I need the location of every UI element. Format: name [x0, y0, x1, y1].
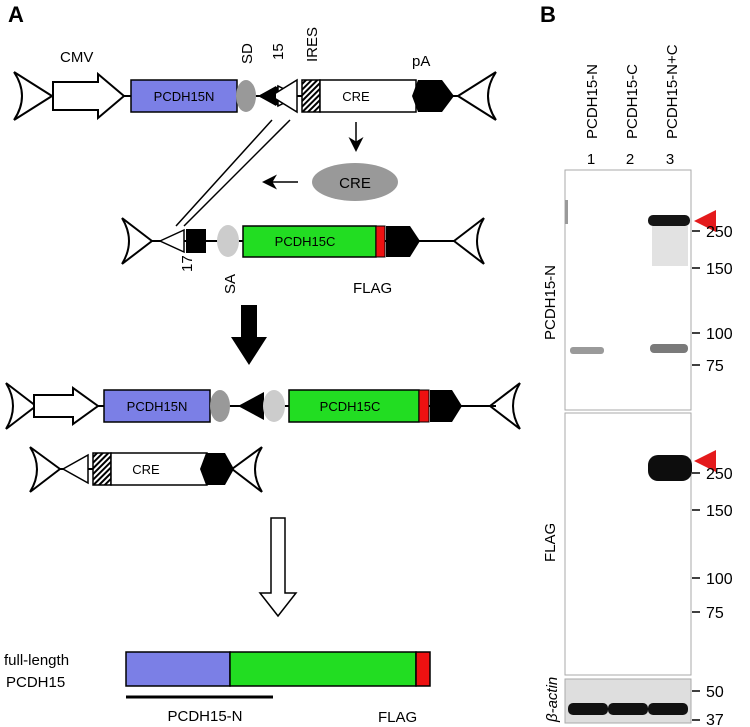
recombined-construct: PCDH15N PCDH15C — [5, 382, 521, 430]
blot3-band-lane3 — [648, 703, 688, 715]
panel-b-letter: B — [540, 2, 556, 27]
cmv-promoter-arrow — [52, 71, 126, 121]
blot2-label: FLAG — [542, 523, 559, 562]
panel-a-letter: A — [8, 2, 24, 27]
blot3-ticks: 50 37 — [692, 684, 724, 727]
flag-box-2 — [418, 389, 430, 423]
cre-label-2: CRE — [132, 462, 160, 477]
blot2-tick-75: 75 — [706, 605, 724, 622]
lox-17-filled-triangle — [186, 229, 206, 253]
blot1-smear-lane3 — [652, 226, 688, 266]
cre-label: CRE — [342, 89, 370, 104]
excised-fragment: CRE — [29, 446, 263, 493]
lox-15-filled-triangle — [258, 86, 276, 106]
itr-left-icon — [13, 71, 53, 121]
ires-box — [301, 79, 321, 113]
protein-label-line1: full-length — [4, 652, 69, 669]
recombination-arrow — [231, 305, 267, 365]
lane-3-name: PCDH15-N+C — [664, 44, 681, 139]
crossover-line-1 — [175, 119, 273, 227]
construct-2: 17 SA PCDH15C FLAG — [121, 217, 485, 297]
cmv-promoter-arrow-2 — [33, 386, 100, 426]
sa-oval-2 — [263, 390, 285, 422]
sa-label: SA — [222, 274, 239, 294]
lox-15-label: 15 — [270, 43, 287, 60]
blot1-label: PCDH15-N — [542, 265, 559, 340]
blot3-tick-37: 37 — [706, 712, 724, 727]
itr-left-2-icon — [121, 217, 153, 265]
blot3-label: β-actin — [544, 677, 561, 723]
pcdh15n-label-2: PCDH15N — [127, 399, 188, 414]
blot1-band-lane1-85 — [570, 347, 604, 354]
polya-3-hexagon — [430, 390, 462, 422]
cmv-label: CMV — [60, 49, 93, 66]
lox-17-label: 17 — [179, 255, 196, 272]
sd-label: SD — [239, 43, 256, 64]
itr-right-2-icon — [453, 217, 485, 265]
itr-right-icon — [457, 71, 497, 121]
lox-17-open-triangle — [158, 228, 185, 254]
polya-2-hexagon — [386, 226, 420, 257]
polya-4-hexagon — [200, 453, 234, 485]
ires-label: IRES — [304, 27, 321, 62]
blot1-ticks: 250 150 100 75 — [692, 224, 733, 375]
pcdh15c-label: PCDH15C — [275, 234, 336, 249]
blot2-band-lane3-250 — [648, 455, 692, 481]
construct-1: CMV PCDH15N SD 15 IRES CRE pA — [13, 27, 497, 121]
protein-flag-segment — [415, 651, 431, 687]
pcdh15n-label: PCDH15N — [154, 89, 215, 104]
protein-c-segment — [229, 651, 417, 687]
flag-box — [375, 225, 386, 258]
pcdh15c-label-2: PCDH15C — [320, 399, 381, 414]
translation-arrow — [258, 517, 298, 618]
blot3-band-lane1 — [568, 703, 608, 715]
ires-box-2 — [92, 452, 112, 486]
blot2-tick-150: 150 — [706, 503, 733, 520]
blot-actin-membrane — [564, 678, 692, 724]
blot1-band-lane3-250 — [648, 215, 690, 226]
blot1-marker-arrow — [694, 210, 716, 232]
blot3-band-lane2 — [608, 703, 648, 715]
blot-pcdh15n-membrane — [564, 169, 692, 411]
flag-label: FLAG — [353, 280, 392, 297]
blot1-tick-75: 75 — [706, 358, 724, 375]
lane-2-name: PCDH15-C — [624, 64, 641, 139]
itr-left-3-icon — [5, 382, 37, 430]
sa-oval — [217, 225, 239, 257]
itr-right-3-icon — [489, 382, 521, 430]
itr-right-4-icon — [231, 446, 263, 493]
blot3-tick-50: 50 — [706, 684, 724, 701]
protein-label-line2: PCDH15 — [6, 674, 65, 691]
blot2-tick-100: 100 — [706, 571, 733, 588]
crossover-line-2 — [183, 119, 291, 227]
blot1-edge-mark — [565, 200, 568, 224]
blot1-tick-150: 150 — [706, 261, 733, 278]
pcdh15n-box-2 — [103, 389, 211, 423]
lox-hybrid-triangle — [238, 392, 264, 420]
polya-hexagon — [412, 80, 454, 112]
blot2-marker-arrow — [694, 450, 716, 472]
blot1-tick-100: 100 — [706, 326, 733, 343]
lane-2-number: 2 — [626, 151, 634, 168]
antibody-label-line1: PCDH15-N — [167, 708, 242, 725]
blot2-tick-250: 250 — [706, 466, 733, 483]
polya-label: pA — [412, 53, 430, 70]
lox-15-open-triangle — [269, 78, 298, 114]
cre-enzyme-label: CRE — [339, 175, 371, 192]
itr-left-4-icon — [29, 446, 61, 493]
blot1-band-lane3-85 — [650, 344, 688, 353]
sd-oval — [236, 80, 256, 112]
blot2-ticks: 250 150 100 75 — [692, 466, 733, 622]
blot-flag-membrane — [564, 412, 692, 676]
protein-n-segment — [125, 651, 231, 687]
sd-oval-2 — [210, 390, 230, 422]
lox-excised-triangle — [61, 453, 89, 485]
protein-flag-label: FLAG — [378, 709, 417, 726]
cre-enzyme-oval — [312, 163, 398, 201]
blot1-tick-250: 250 — [706, 224, 733, 241]
lane-3-number: 3 — [666, 151, 674, 168]
lane-1-name: PCDH15-N — [584, 64, 601, 139]
lane-1-number: 1 — [587, 151, 595, 168]
